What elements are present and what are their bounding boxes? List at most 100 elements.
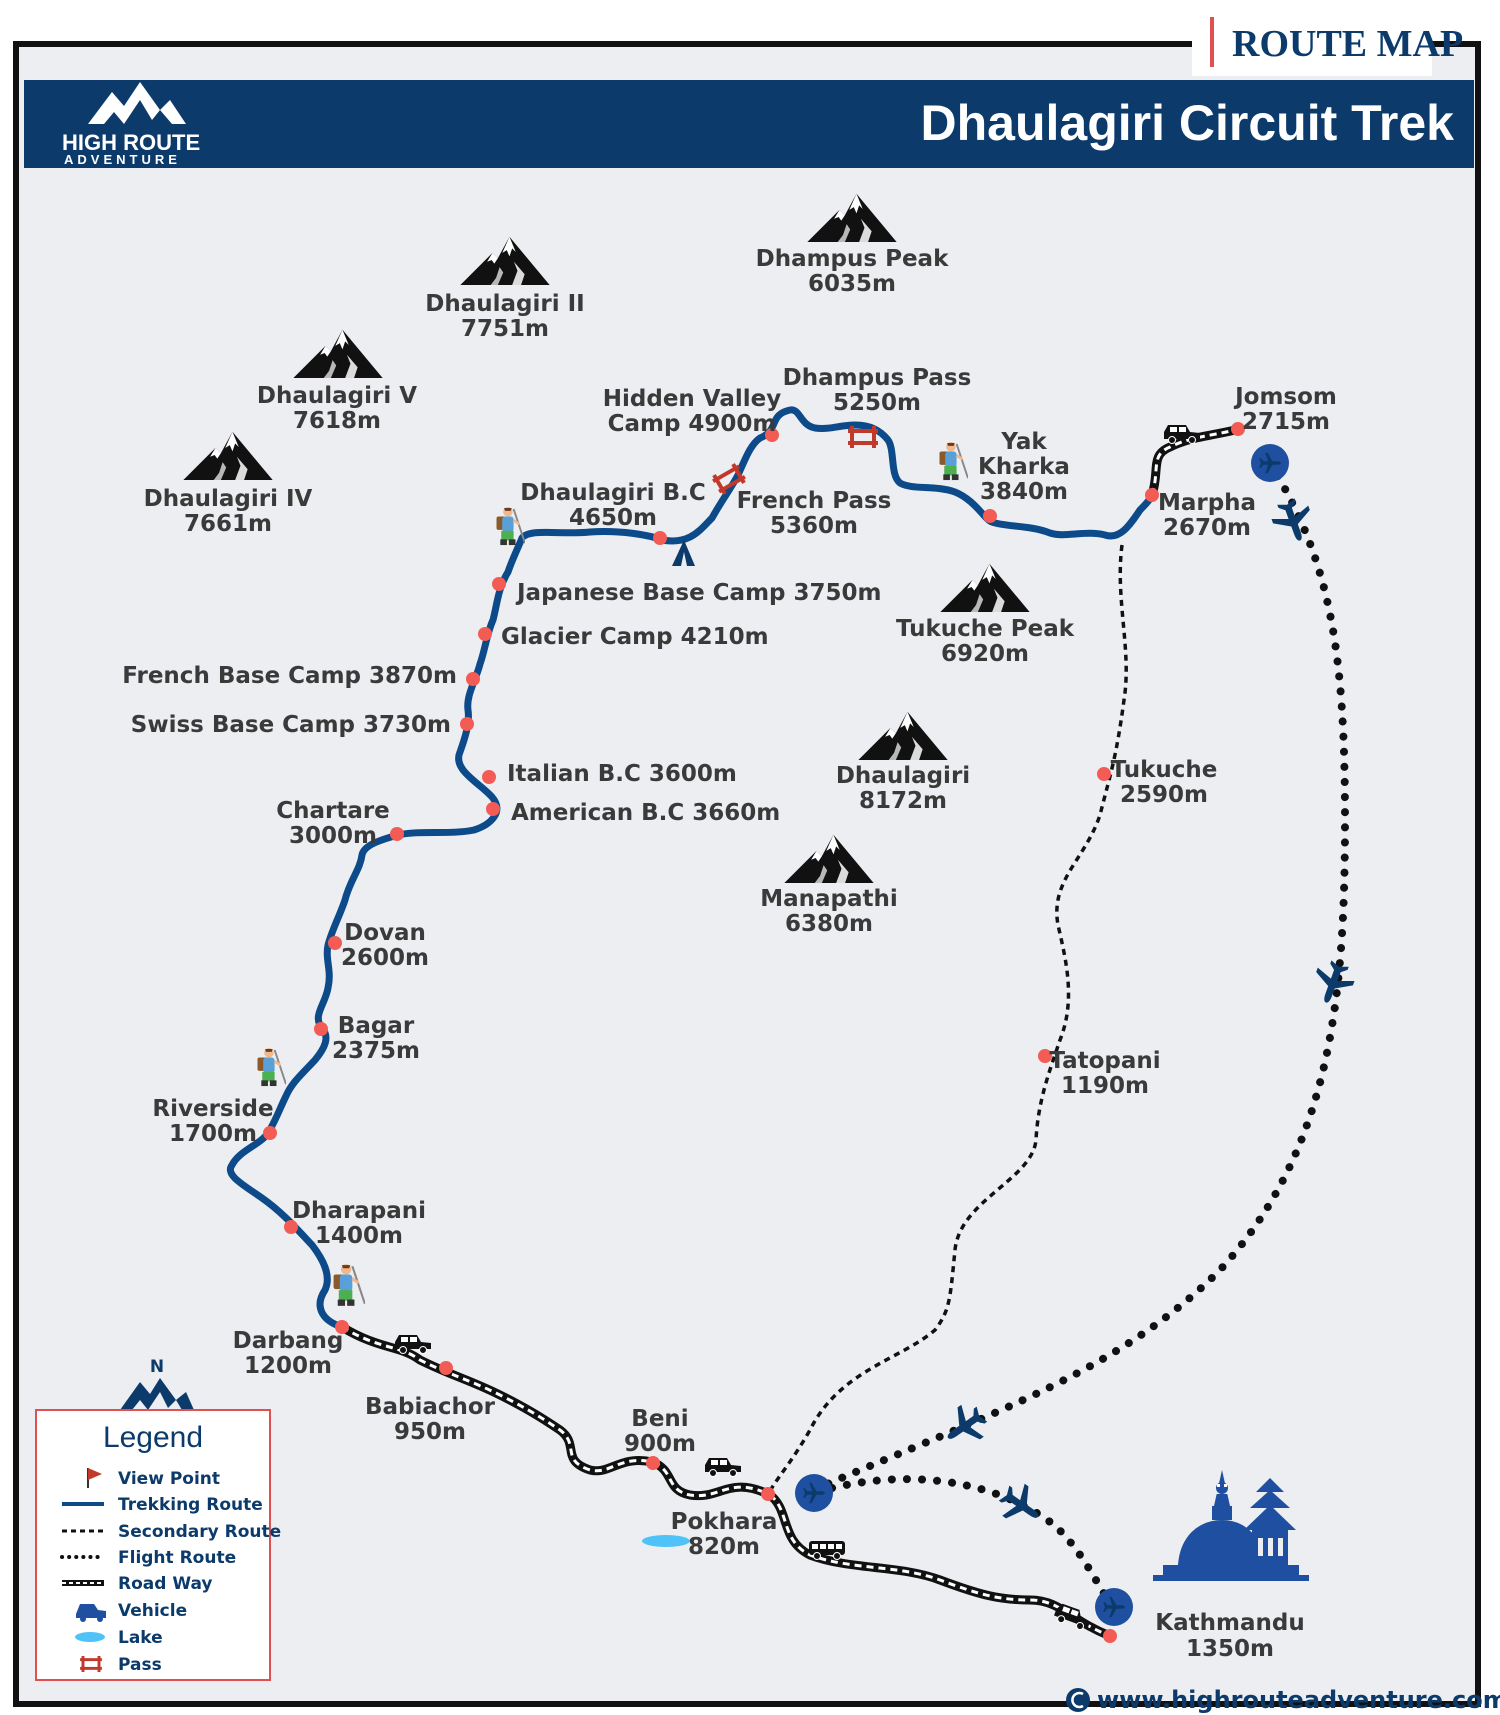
north-indicator: N xyxy=(150,1357,164,1377)
label-beni-elevation: 900m xyxy=(624,1431,696,1457)
label-dhampus-pass: Dhampus Pass xyxy=(783,365,972,391)
legend-label: Trekking Route xyxy=(118,1495,263,1515)
label-marpha-elevation: 2670m xyxy=(1163,515,1251,541)
waypoint-bagar[interactable] xyxy=(314,1022,328,1036)
label-bagar: Bagar xyxy=(338,1013,415,1039)
label-italian-bc: Italian B.C 3600m xyxy=(507,761,737,787)
waypoint-swiss-bc[interactable] xyxy=(460,717,474,731)
legend: N Legend View Point Trekking Route Secon… xyxy=(35,1357,281,1681)
vehicle-icon xyxy=(76,1604,106,1618)
website-link[interactable]: www.highrouteadventure.com xyxy=(1097,1686,1500,1714)
label-tukuche: Tukuche xyxy=(1111,757,1218,783)
route-map-badge-bg xyxy=(1192,20,1432,76)
airport-kathmandu xyxy=(1095,1588,1133,1626)
airport-pokhara xyxy=(795,1474,833,1512)
legend-label: Flight Route xyxy=(118,1548,236,1568)
label-dhaulagiri-bc-elevation: 4650m xyxy=(569,505,657,531)
mountain-elevation: 7661m xyxy=(184,511,272,537)
waypoint-chartare[interactable] xyxy=(390,827,404,841)
legend-item-road-way: Road Way xyxy=(62,1574,213,1594)
trekking-route xyxy=(226,406,1156,1331)
label-bagar-elevation: 2375m xyxy=(332,1038,420,1064)
mountain-dhaulagiri-ii: Dhaulagiri II 7751m xyxy=(425,236,585,342)
waypoint-pokhara[interactable] xyxy=(761,1487,775,1501)
waypoint-glacier-camp[interactable] xyxy=(478,627,492,641)
header-banner xyxy=(24,80,1474,168)
lake-icon xyxy=(75,1632,105,1642)
waypoint-babiachor[interactable] xyxy=(439,1361,453,1375)
mountain-elevation: 8172m xyxy=(859,788,947,814)
legend-label: Secondary Route xyxy=(118,1522,281,1542)
label-dhaulagiri-bc: Dhaulagiri B.C xyxy=(520,480,706,506)
waypoint-dhaulagiri-bc[interactable] xyxy=(653,531,667,545)
label-darbang-elevation: 1200m xyxy=(244,1353,332,1379)
legend-item-flight-route: Flight Route xyxy=(60,1548,236,1568)
waypoints xyxy=(263,422,1245,1643)
label-yak-kharka-2: Kharka xyxy=(978,454,1070,480)
waypoint-darbang[interactable] xyxy=(335,1320,349,1334)
label-riverside: Riverside xyxy=(152,1096,273,1122)
label-pokhara: Pokhara xyxy=(671,1509,778,1535)
waypoint-riverside[interactable] xyxy=(263,1126,277,1140)
waypoint-japanese-bc[interactable] xyxy=(492,577,506,591)
mountain-name: Manapathi xyxy=(760,886,898,912)
legend-label: Road Way xyxy=(118,1574,213,1594)
label-glacier-camp: Glacier Camp 4210m xyxy=(501,624,769,650)
label-beni: Beni xyxy=(631,1406,688,1432)
waypoint-italian-bc[interactable] xyxy=(482,770,496,784)
waypoint-tukuche[interactable] xyxy=(1097,767,1111,781)
label-chartare-elevation: 3000m xyxy=(289,823,377,849)
label-riverside-elevation: 1700m xyxy=(169,1121,257,1147)
legend-item-trekking-route: Trekking Route xyxy=(62,1495,263,1515)
waypoint-french-bc[interactable] xyxy=(466,672,480,686)
label-tatopani: Tatopani xyxy=(1049,1048,1160,1074)
mountain-elevation: 7618m xyxy=(293,408,381,434)
waypoint-dharapani[interactable] xyxy=(284,1220,298,1234)
route-map-badge-accent xyxy=(1210,17,1214,67)
label-yak-kharka-elevation: 3840m xyxy=(980,479,1068,505)
mountain-dhaulagiri-iv: Dhaulagiri IV 7661m xyxy=(144,431,313,537)
page-title: Dhaulagiri Circuit Trek xyxy=(921,95,1455,151)
waypoint-yak-kharka[interactable] xyxy=(983,509,997,523)
compass-logo-icon xyxy=(120,1378,194,1410)
label-pokhara-elevation: 820m xyxy=(688,1534,760,1560)
mountain-name: Tukuche Peak xyxy=(896,616,1075,642)
route-map-badge: ROUTE MAP xyxy=(1232,23,1463,65)
mountain-tukuche-peak: Tukuche Peak 6920m xyxy=(896,563,1075,667)
kathmandu-stupa-icon xyxy=(1153,1470,1309,1581)
label-kathmandu-elevation: 1350m xyxy=(1186,1636,1274,1662)
label-jomsom: Jomsom xyxy=(1233,384,1337,410)
waypoint-kathmandu[interactable] xyxy=(1103,1629,1117,1643)
legend-item-vehicle: Vehicle xyxy=(76,1601,187,1622)
label-dharapani-elevation: 1400m xyxy=(315,1223,403,1249)
waypoint-marpha[interactable] xyxy=(1145,488,1159,502)
waypoint-hidden-valley[interactable] xyxy=(765,428,779,442)
label-swiss-bc: Swiss Base Camp 3730m xyxy=(131,712,451,738)
label-marpha: Marpha xyxy=(1158,490,1256,516)
footer-website: www.highrouteadventure.com xyxy=(1066,1686,1500,1714)
label-hidden-valley-2: Camp 4900m xyxy=(608,411,777,437)
secondary-route xyxy=(766,544,1128,1496)
airport-jomsom xyxy=(1251,444,1289,482)
label-french-pass: French Pass xyxy=(737,488,892,514)
label-dhampus-pass-elevation: 5250m xyxy=(833,390,921,416)
legend-label: View Point xyxy=(118,1469,220,1489)
waypoint-american-bc[interactable] xyxy=(486,802,500,816)
brand-logo: HIGH ROUTE ADVENTURE xyxy=(62,82,200,167)
roadway-darbang-pokhara xyxy=(339,1323,773,1501)
legend-label: Vehicle xyxy=(118,1601,187,1621)
waypoint-jomsom[interactable] xyxy=(1231,422,1245,436)
waypoint-tatopani[interactable] xyxy=(1038,1049,1052,1063)
brand-logo-line2: ADVENTURE xyxy=(64,152,181,167)
mountain-elevation: 6380m xyxy=(785,911,873,937)
flight-route-jomsom xyxy=(814,459,1350,1492)
mountain-dhaulagiri: Dhaulagiri 8172m xyxy=(836,711,970,814)
phewa-lake xyxy=(642,1535,690,1547)
flag-icon xyxy=(88,1468,102,1480)
label-french-bc: French Base Camp 3870m xyxy=(122,663,457,689)
label-babiachor: Babiachor xyxy=(365,1394,496,1420)
waypoint-dovan[interactable] xyxy=(328,936,342,950)
label-yak-kharka-1: Yak xyxy=(1000,429,1047,455)
mountain-elevation: 6035m xyxy=(808,271,896,297)
waypoint-beni[interactable] xyxy=(646,1456,660,1470)
